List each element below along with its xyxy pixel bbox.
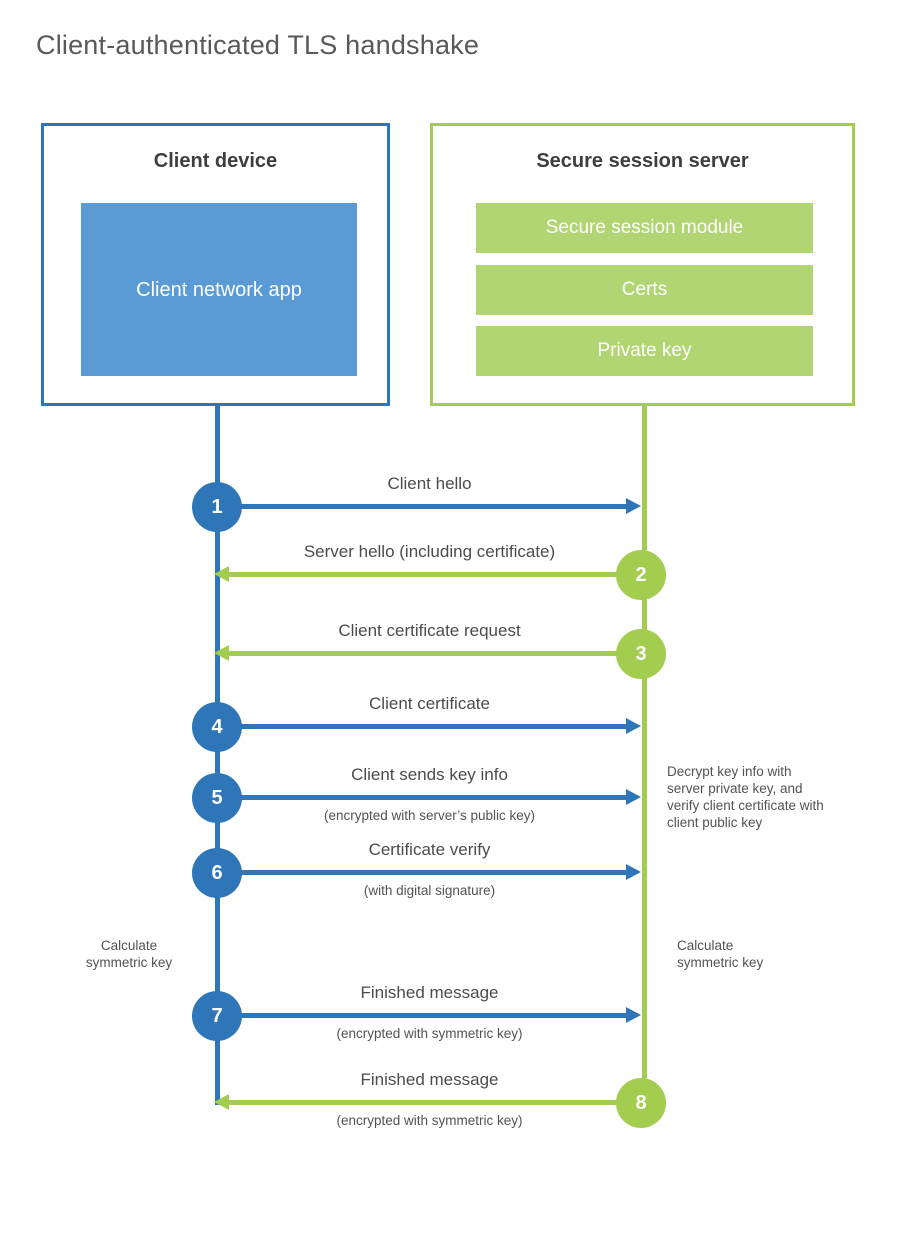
client-network-app-box: Client network app [81, 203, 357, 376]
step-6-arrow-right-icon [218, 864, 641, 880]
step-1-number-badge: 1 [192, 482, 242, 532]
step-3-label: Client certificate request [338, 621, 521, 640]
arrowhead-icon [626, 1007, 641, 1023]
step-5-number-badge: 5 [192, 773, 242, 823]
arrowhead-icon [214, 1094, 229, 1110]
client-network-app-label: Client network app [136, 278, 302, 301]
client-lifeline [215, 406, 220, 1105]
step-4-label: Client certificate [369, 694, 490, 713]
arrow-shaft [229, 651, 641, 656]
step-2-arrow-left-icon [214, 566, 641, 582]
server-lifeline [642, 406, 647, 1086]
step-4-number-badge: 4 [192, 702, 242, 752]
arrow-shaft [218, 724, 627, 729]
decrypt-key-info-note: Decrypt key info with server private key… [667, 764, 824, 830]
step-7-number-badge: 7 [192, 991, 242, 1041]
step-7-arrow-right-icon [218, 1007, 641, 1023]
arrowhead-icon [626, 789, 641, 805]
step-5-sublabel: (encrypted with server’s public key) [323, 808, 536, 823]
step-8-label: Finished message [360, 1070, 499, 1089]
step-3-number-badge: 3 [616, 629, 666, 679]
step-6-label: Certificate verify [368, 840, 491, 859]
step-5-label: Client sends key info [351, 765, 508, 784]
arrow-shaft [218, 504, 627, 509]
arrow-shaft [229, 1100, 641, 1105]
arrowhead-icon [626, 864, 641, 880]
step-8-sublabel: (encrypted with symmetric key) [336, 1113, 523, 1128]
server-module-certs: Certs [476, 265, 813, 315]
arrowhead-icon [214, 645, 229, 661]
step-7-label: Finished message [360, 983, 499, 1002]
step-7-sublabel: (encrypted with symmetric key) [336, 1026, 523, 1041]
step-1-arrow-right-icon [218, 498, 641, 514]
step-5-arrow-right-icon [218, 789, 641, 805]
arrow-shaft [218, 870, 627, 875]
arrow-shaft [229, 572, 641, 577]
arrowhead-icon [214, 566, 229, 582]
step-4-arrow-right-icon [218, 718, 641, 734]
page-title: Client-authenticated TLS handshake [36, 30, 480, 60]
arrow-shaft [218, 1013, 627, 1018]
arrowhead-icon [626, 718, 641, 734]
client-device-title: Client device [153, 150, 278, 172]
step-2-number-badge: 2 [616, 550, 666, 600]
client-device-box: Client device Client network app [41, 123, 390, 406]
server-module-private-key: Private key [476, 326, 813, 376]
step-2-label: Server hello (including certificate) [303, 542, 556, 561]
secure-session-server-box: Secure session server Secure session mod… [430, 123, 855, 406]
step-3-arrow-left-icon [214, 645, 641, 661]
calculate-symmetric-key-note-server: Calculate symmetric key [677, 938, 764, 970]
step-8-arrow-left-icon [214, 1094, 641, 1110]
arrowhead-icon [626, 498, 641, 514]
server-module-secure-session: Secure session module [476, 203, 813, 253]
arrow-shaft [218, 795, 627, 800]
step-1-label: Client hello [387, 474, 472, 493]
calculate-symmetric-key-note-client: Calculate symmetric key [85, 938, 173, 970]
step-6-sublabel: (with digital signature) [363, 883, 496, 898]
step-6-number-badge: 6 [192, 848, 242, 898]
step-8-number-badge: 8 [616, 1078, 666, 1128]
secure-session-server-title: Secure session server [536, 150, 749, 172]
